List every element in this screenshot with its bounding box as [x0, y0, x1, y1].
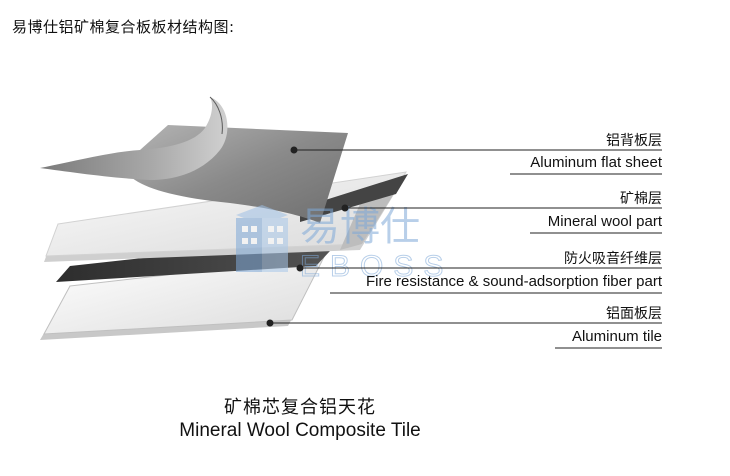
leader-lines	[266, 146, 662, 349]
page-title: 易博仕铝矿棉复合板板材结构图:	[12, 18, 235, 36]
caption-en: Mineral Wool Composite Tile	[179, 420, 421, 441]
leader-dot-fiber	[296, 264, 304, 272]
caption-cn: 矿棉芯复合铝天花	[224, 397, 376, 418]
watermark-brand-en: EBOSS	[300, 250, 453, 283]
label-cn-aluminum-tile: 铝面板层	[606, 306, 662, 322]
label-en-mineral-wool: Mineral wool part	[547, 213, 662, 230]
fiber-edge	[300, 174, 408, 222]
label-cn-fiber: 防火吸音纤维层	[564, 251, 662, 267]
aluminum-tile-layer	[40, 256, 325, 340]
label-cn-aluminum-sheet: 铝背板层	[606, 133, 662, 149]
leader-dot-mineral-wool	[341, 204, 349, 212]
eboss-watermark: 易博仕 EBOSS	[236, 204, 453, 284]
leader-dot-aluminum-tile	[266, 319, 274, 327]
label-en-aluminum-tile: Aluminum tile	[571, 328, 662, 345]
watermark-brand-cn: 易博仕	[300, 204, 420, 250]
building-logo-icon	[236, 205, 288, 272]
leader-dot-aluminum-sheet	[290, 146, 298, 154]
label-en-aluminum-sheet: Aluminum flat sheet	[530, 154, 662, 171]
label-en-fiber: Fire resistance & sound-adsorption fiber…	[366, 273, 662, 290]
label-cn-mineral-wool: 矿棉层	[620, 191, 662, 207]
